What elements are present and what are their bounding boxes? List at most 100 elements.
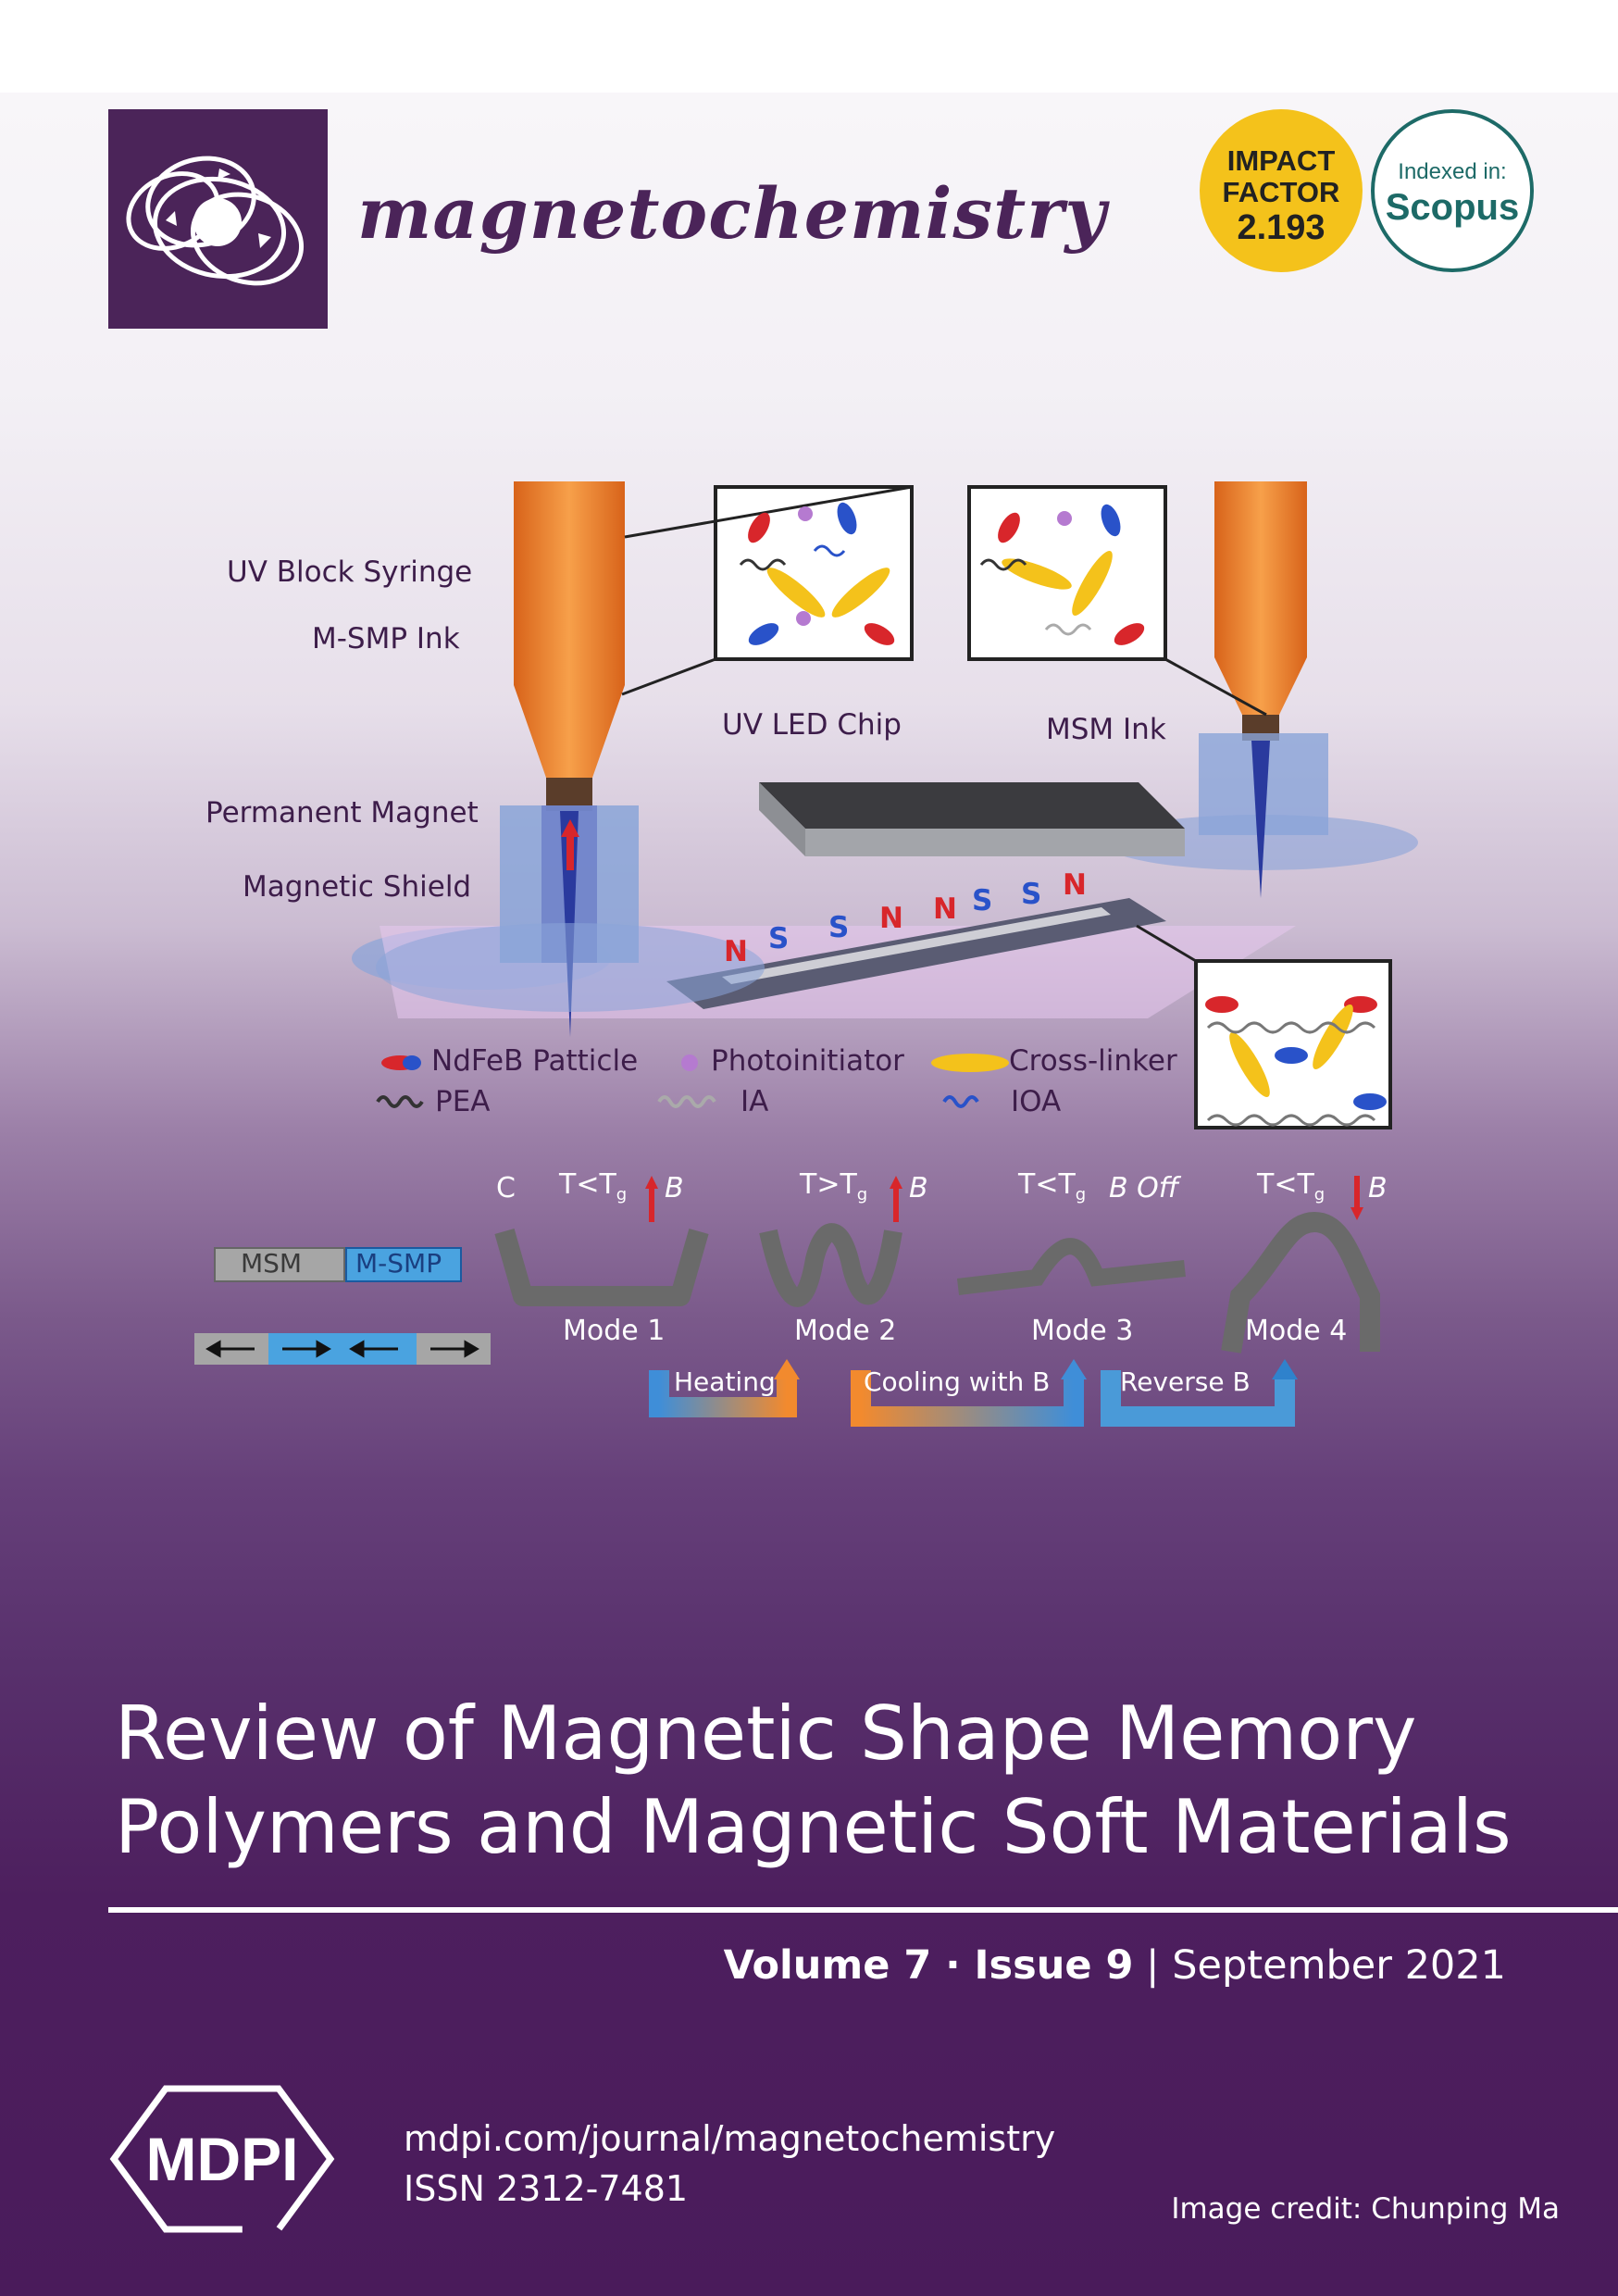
- field-arrowhead: [561, 819, 579, 837]
- ndfeb-legend-icon-half: [403, 1055, 421, 1070]
- printing-schematic: [194, 481, 1418, 1427]
- impact-value: 2.193: [1237, 208, 1326, 247]
- title-divider: [108, 1907, 1618, 1913]
- crosslinker-legend-icon: [931, 1054, 1009, 1072]
- issn: ISSN 2312-7481: [404, 2168, 689, 2209]
- mode-2-shape: [759, 1223, 902, 1307]
- pole-label: N: [879, 902, 903, 935]
- magnetic-field-icon: [126, 156, 305, 286]
- chip-side-left: [759, 782, 805, 856]
- condition-3-field: B Off: [1109, 1172, 1179, 1204]
- reverse-arrowhead: [1272, 1359, 1298, 1379]
- indexed-db: Scopus: [1385, 187, 1520, 228]
- photoinitiator-legend-icon: [681, 1054, 698, 1071]
- impact-factor-badge: IMPACT FACTOR 2.193: [1200, 109, 1363, 272]
- reverse-arrow: [1101, 1370, 1295, 1427]
- syringe-right-body: [1214, 481, 1307, 657]
- image-credit: Image credit: Chunping Ma: [1171, 2192, 1560, 2226]
- journal-name: magnetochemistry: [357, 172, 1107, 255]
- heating-arrow: [649, 1370, 797, 1417]
- transition-heating: Heating: [674, 1366, 776, 1397]
- cooling-arrowhead: [1061, 1359, 1087, 1379]
- msmp-label: M-SMP: [355, 1248, 442, 1279]
- msm-label: MSM: [241, 1248, 303, 1279]
- chip-side-front: [805, 829, 1185, 856]
- label-msmp-ink: M-SMP Ink: [312, 622, 460, 655]
- impact-label-line2: FACTOR: [1222, 176, 1340, 208]
- condition-1-field: B: [665, 1172, 684, 1204]
- pipe: |: [1133, 1942, 1173, 1989]
- mode-3-shape: [956, 1238, 1186, 1295]
- label-msm-ink: MSM Ink: [1046, 713, 1166, 746]
- condition-1: T<Tg: [559, 1168, 628, 1204]
- syringe-right-neck: [1214, 657, 1307, 715]
- indexed-label: Indexed in:: [1398, 159, 1507, 184]
- pole-label: N: [1063, 868, 1087, 902]
- legend-photoinitiator: Photoinitiator: [711, 1044, 904, 1078]
- issue-number: Issue 9: [974, 1942, 1134, 1989]
- separator: ·: [931, 1942, 975, 1989]
- cooling-arrow: [851, 1370, 1084, 1427]
- article-title: Review of Magnetic Shape Memory Polymers…: [115, 1687, 1559, 1874]
- magnetization-arrows: [205, 1340, 479, 1358]
- article-title-line1: Review of Magnetic Shape Memory: [115, 1691, 1417, 1777]
- scopus-badge: Indexed in: Scopus: [1371, 109, 1534, 272]
- journal-logo: [108, 109, 328, 329]
- mode-3-label: Mode 3: [1031, 1315, 1134, 1347]
- inset-leader: [621, 657, 716, 696]
- transition-cooling: Cooling with B: [864, 1366, 1051, 1397]
- mode-1-label: Mode 1: [563, 1315, 666, 1347]
- condition-3: T<Tg: [1018, 1168, 1087, 1204]
- heating-arrowhead: [774, 1359, 800, 1379]
- mode-4-shape: [1221, 1211, 1380, 1354]
- uv-led-chip: [759, 782, 1185, 829]
- pole-label: N: [724, 935, 748, 968]
- inset-particles: [739, 502, 1387, 1127]
- legend-pea: PEA: [435, 1085, 491, 1118]
- label-uv-block-syringe: UV Block Syringe: [227, 555, 473, 589]
- legend-ndfeb: NdFeB Patticle: [431, 1044, 639, 1078]
- inset-leader: [1136, 924, 1197, 963]
- pole-label: S: [1021, 878, 1042, 911]
- condition-2: T>Tg: [800, 1168, 868, 1204]
- volume: Volume 7: [723, 1942, 932, 1989]
- pole-label: S: [768, 922, 790, 955]
- mode-1-shape: [494, 1228, 709, 1306]
- strip-segments: [722, 907, 1111, 984]
- label-permanent-magnet: Permanent Magnet: [205, 796, 479, 830]
- pole-label: S: [828, 911, 850, 944]
- label-magnetic-shield: Magnetic Shield: [243, 870, 472, 904]
- legend-crosslinker: Cross-linker: [1009, 1044, 1177, 1078]
- label-uv-led-chip: UV LED Chip: [722, 708, 902, 742]
- pea-legend-icon: [376, 1095, 424, 1108]
- inset-leader: [1164, 657, 1267, 717]
- syringe-left-neck: [514, 685, 625, 778]
- issue-info: Volume 7 · Issue 9 | September 2021: [724, 1942, 1506, 1989]
- impact-label-line1: IMPACT: [1226, 144, 1336, 177]
- cond-arrowhead-1: [645, 1176, 658, 1189]
- cond-arrowhead-2: [890, 1176, 902, 1189]
- legend-ioa: IOA: [1011, 1085, 1062, 1118]
- legend-ia: IA: [741, 1085, 769, 1118]
- condition-4-field: B: [1368, 1172, 1388, 1204]
- nozzle-right: [1251, 741, 1270, 898]
- issue-date: September 2021: [1172, 1942, 1506, 1989]
- publisher-logo-icon: [109, 2085, 335, 2233]
- shield-plate: [376, 923, 765, 1012]
- mode-4-label: Mode 4: [1245, 1315, 1348, 1347]
- cover-figure: UV Block Syringe M-SMP Ink Permanent Mag…: [0, 463, 1618, 1472]
- article-title-line2: Polymers and Magnetic Soft Materials: [115, 1784, 1512, 1870]
- publisher-name: MDPI: [145, 2125, 299, 2193]
- top-margin: [0, 0, 1618, 93]
- panel-letter: C: [496, 1172, 516, 1204]
- pole-label: N: [933, 892, 957, 926]
- ia-legend-icon: [657, 1095, 716, 1108]
- msmp-swatch: [345, 1247, 462, 1282]
- syringe-left-body: [514, 481, 625, 685]
- inset-leader: [624, 485, 913, 539]
- cond-arrowhead-4: [1350, 1207, 1363, 1220]
- transition-reverse: Reverse B: [1120, 1366, 1251, 1397]
- journal-url[interactable]: mdpi.com/journal/magnetochemistry: [404, 2118, 1056, 2159]
- condition-2-field: B: [909, 1172, 928, 1204]
